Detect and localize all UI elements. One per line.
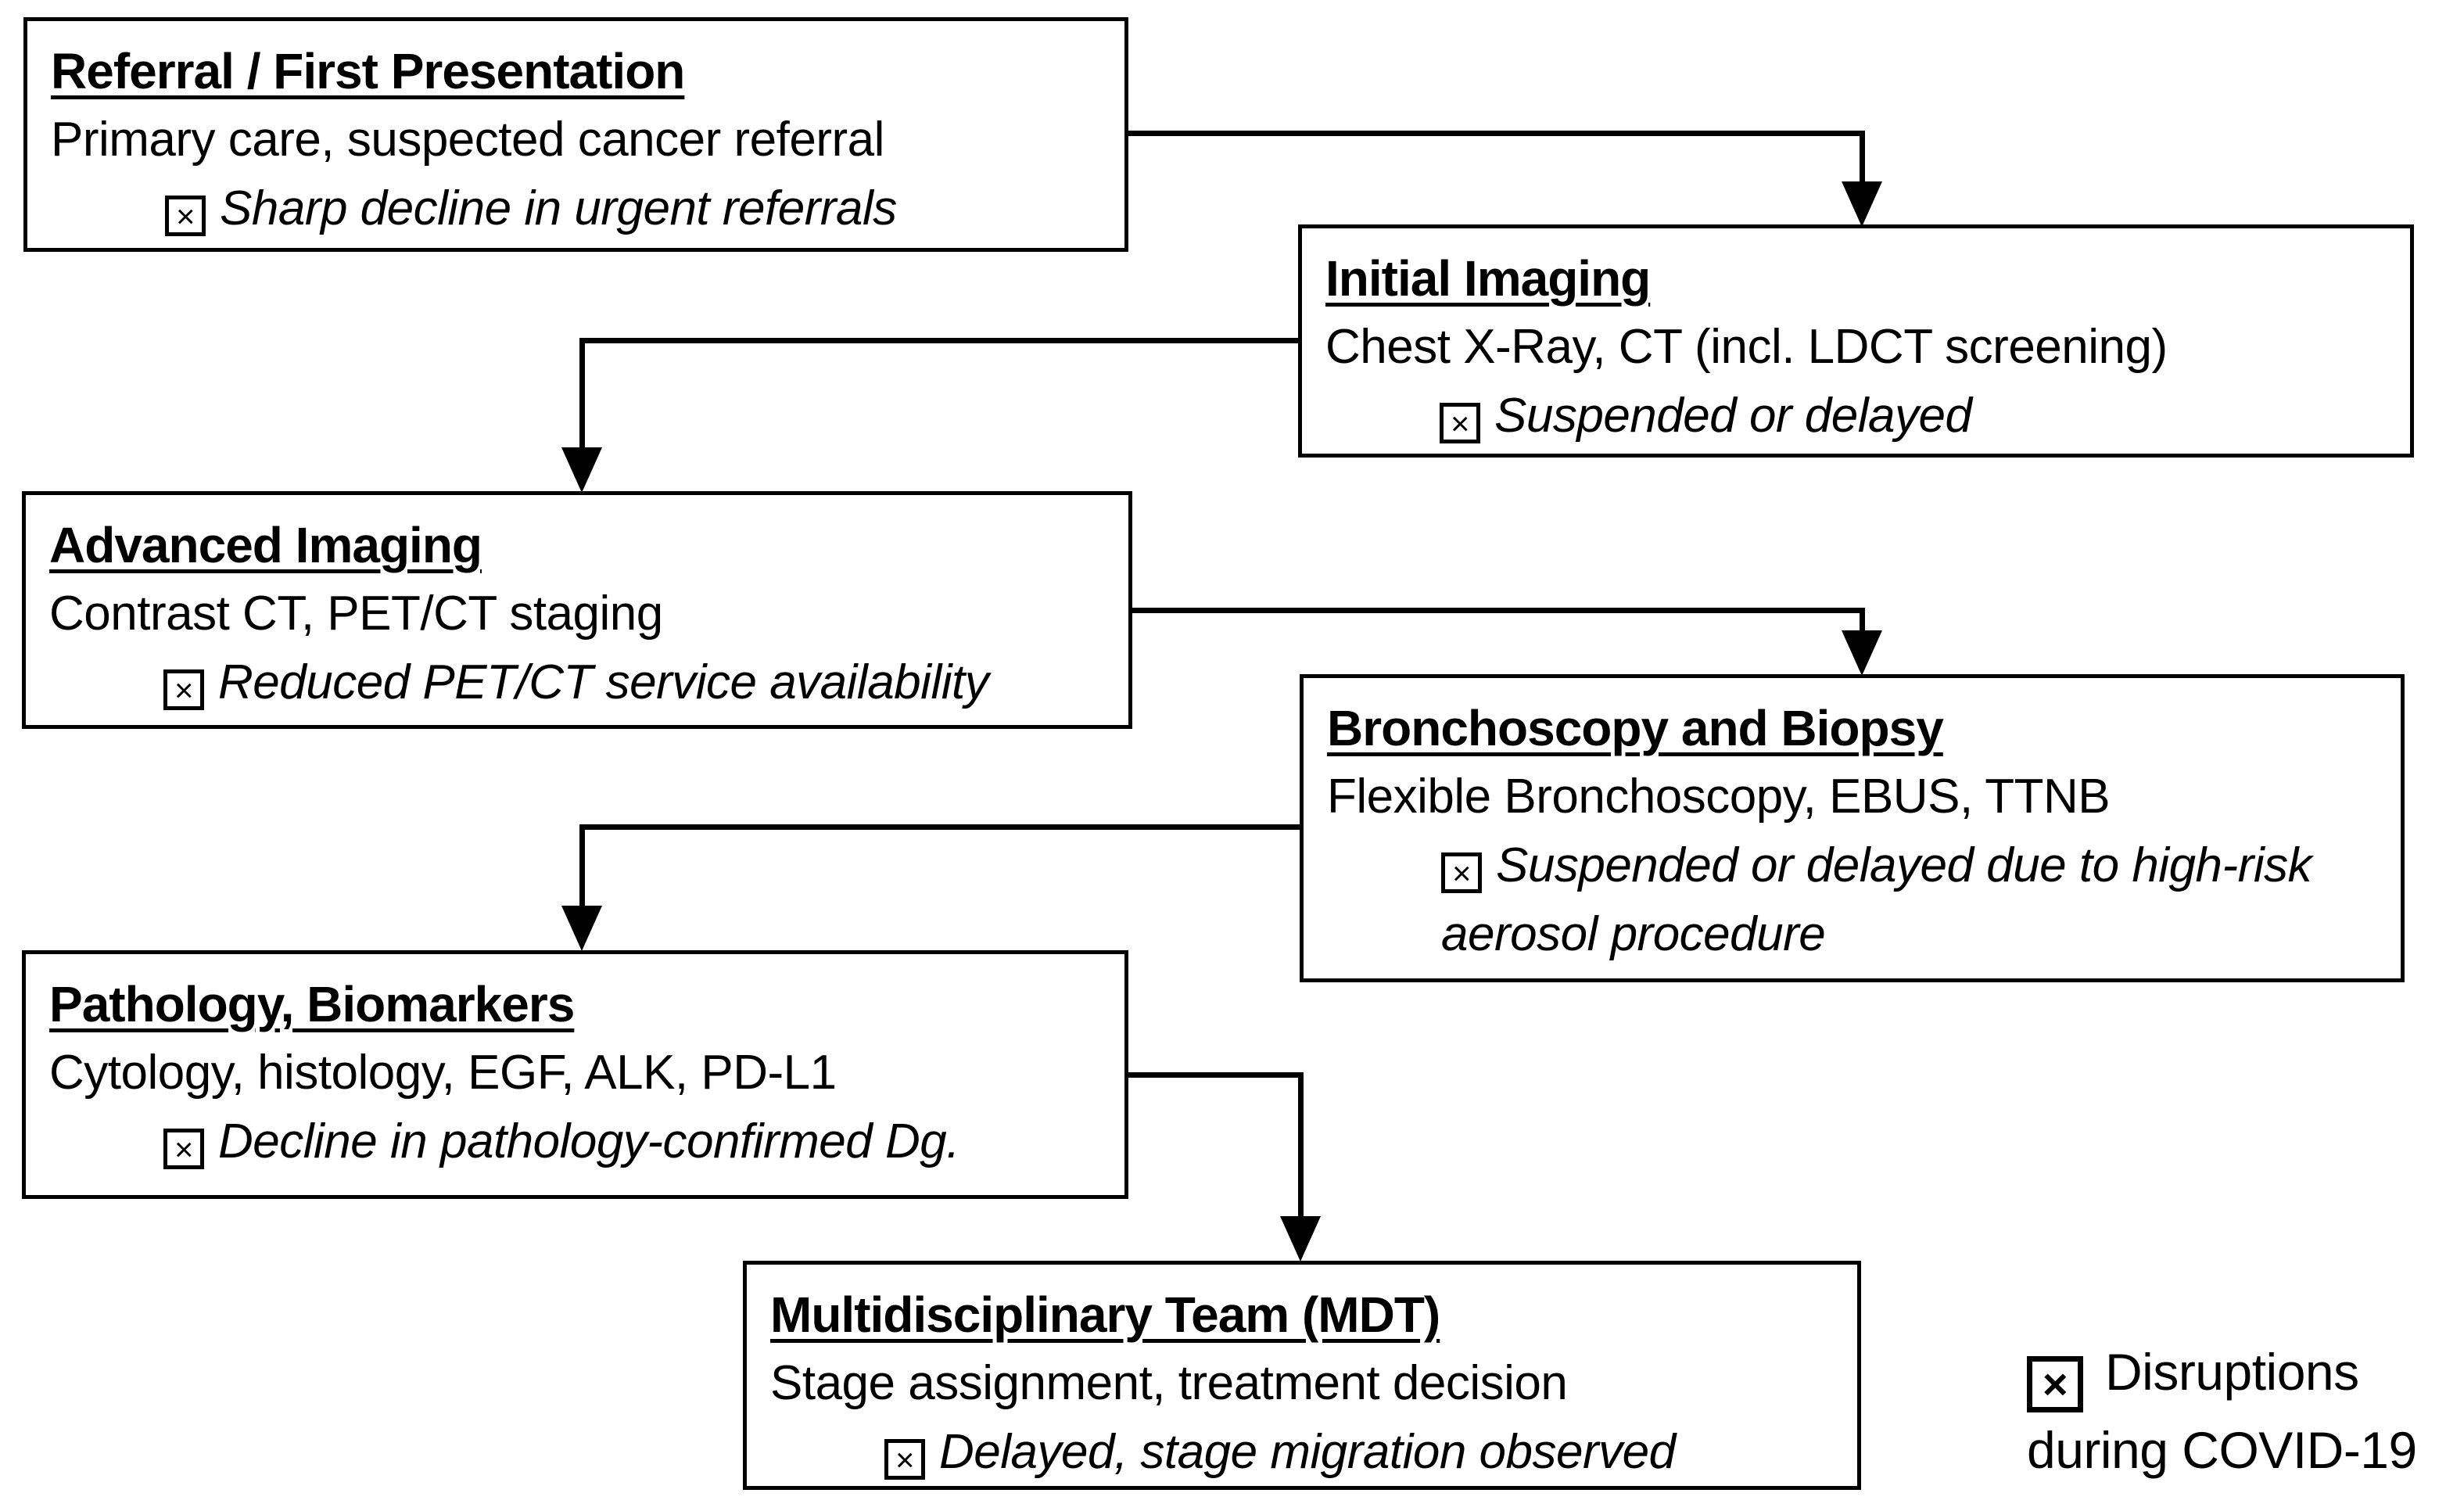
legend-row-2: during COVID-19 — [2027, 1421, 2417, 1479]
node-title: Bronchoscopy and Biopsy — [1327, 700, 1944, 756]
edge-initial-imaging-to-advanced-imaging-vertical — [579, 338, 585, 449]
node-disruption: × Reduced PET/CT service availability — [163, 648, 1105, 717]
disruption-checkbox-icon: × — [884, 1439, 925, 1480]
node-disruption: × Delayed, stage migration observed — [884, 1418, 1834, 1487]
node-title: Referral / First Presentation — [51, 43, 685, 99]
disruption-text: Suspended or delayed — [1494, 389, 1972, 443]
node-detail: Cytology, histology, EGF, ALK, PD-L1 — [49, 1046, 837, 1100]
edge-advanced-imaging-to-bronchoscopy-horizontal — [1132, 608, 1865, 613]
disruption-checkbox-icon: × — [1440, 403, 1480, 443]
edge-bronchoscopy-to-pathology-horizontal — [579, 824, 1300, 830]
edge-referral-to-initial-imaging-horizontal — [1128, 131, 1865, 136]
node-referral: Referral / First Presentation Primary ca… — [23, 17, 1128, 252]
node-title: Pathology, Biomarkers — [49, 976, 575, 1032]
node-disruption: × Suspended or delayed — [1440, 382, 2387, 450]
node-detail: Primary care, suspected cancer referral — [51, 113, 884, 167]
legend-text-line1: Disruptions — [2105, 1343, 2359, 1401]
arrowhead-down-icon — [1280, 1216, 1321, 1262]
disruption-checkbox-icon: × — [1441, 852, 1482, 893]
disruption-text: Delayed, stage migration observed — [939, 1425, 1676, 1479]
disruption-text: Suspended or delayed due to high-risk ae… — [1441, 838, 2312, 961]
disruption-text: Decline in pathology-confirmed Dg. — [218, 1114, 959, 1168]
disruption-checkbox-icon: × — [163, 1129, 204, 1169]
legend-checkbox-icon: × — [2027, 1356, 2083, 1412]
edge-referral-to-initial-imaging-vertical — [1860, 131, 1865, 189]
edge-bronchoscopy-to-pathology-vertical — [579, 824, 585, 907]
node-initial-imaging: Initial Imaging Chest X-Ray, CT (incl. L… — [1298, 224, 2414, 458]
node-disruption: × Sharp decline in urgent referrals — [165, 174, 1101, 243]
arrowhead-down-icon — [561, 906, 602, 951]
checkbox-x-glyph: × — [895, 1441, 915, 1478]
node-detail: Stage assignment, treatment decision — [770, 1356, 1568, 1410]
node-detail: Flexible Bronchoscopy, EBUS, TTNB — [1327, 770, 2111, 824]
disruption-checkbox-icon: × — [163, 669, 204, 710]
checkbox-x-glyph: × — [174, 1131, 194, 1168]
checkbox-x-glyph: × — [174, 672, 194, 709]
checkbox-x-glyph: × — [2042, 1359, 2068, 1409]
node-pathology-biomarkers: Pathology, Biomarkers Cytology, histolog… — [22, 950, 1128, 1199]
arrowhead-down-icon — [1842, 181, 1882, 227]
node-bronchoscopy-biopsy: Bronchoscopy and Biopsy Flexible Broncho… — [1300, 674, 2405, 982]
legend-row-1: × Disruptions — [2027, 1334, 2417, 1412]
disruption-text: Sharp decline in urgent referrals — [220, 181, 897, 235]
edge-advanced-imaging-to-bronchoscopy-vertical — [1860, 608, 1865, 633]
checkbox-x-glyph: × — [1450, 405, 1470, 442]
arrowhead-down-icon — [561, 447, 602, 493]
node-advanced-imaging: Advanced Imaging Contrast CT, PET/CT sta… — [22, 491, 1132, 729]
checkbox-x-glyph: × — [175, 198, 195, 235]
node-title: Initial Imaging — [1325, 250, 1651, 307]
legend: × Disruptions during COVID-19 — [2027, 1334, 2417, 1488]
node-disruption: ×Suspended or delayed due to high-risk a… — [1441, 831, 2377, 969]
arrowhead-down-icon — [1842, 630, 1882, 676]
node-detail: Contrast CT, PET/CT staging — [49, 587, 663, 641]
node-disruption: × Decline in pathology-confirmed Dg. — [163, 1107, 1101, 1176]
node-title: Advanced Imaging — [49, 517, 482, 573]
disruption-text: Reduced PET/CT service availability — [218, 655, 989, 709]
disruption-checkbox-icon: × — [165, 196, 206, 236]
node-title: Multidisciplinary Team (MDT) — [770, 1287, 1440, 1343]
node-detail: Chest X-Ray, CT (incl. LDCT screening) — [1325, 320, 2168, 374]
edge-pathology-to-mdt-vertical — [1298, 1072, 1304, 1218]
edge-pathology-to-mdt-horizontal — [1128, 1072, 1304, 1078]
checkbox-x-glyph: × — [1451, 855, 1472, 892]
node-mdt: Multidisciplinary Team (MDT) Stage assig… — [743, 1261, 1861, 1490]
edge-initial-imaging-to-advanced-imaging-horizontal — [579, 338, 1298, 343]
